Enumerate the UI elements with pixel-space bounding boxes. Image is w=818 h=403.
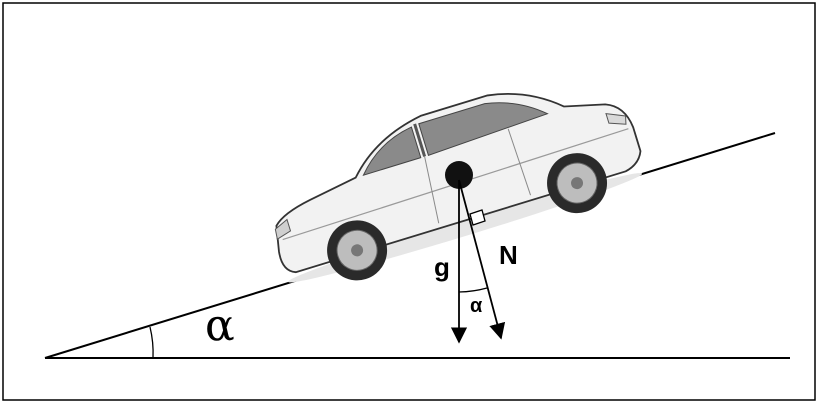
between-angle-label: α (470, 295, 483, 317)
normal-label: N (499, 240, 518, 270)
car-taillight (274, 218, 292, 240)
car-door-line (507, 128, 532, 196)
car-front-wheel (547, 153, 608, 214)
center-of-mass-dot (445, 161, 473, 189)
car-front-window (418, 102, 549, 156)
car-headlight (605, 112, 627, 125)
between-angle-arc (458, 287, 488, 293)
car-door-line (424, 156, 440, 224)
gravity-label: g (434, 252, 450, 282)
car-pillar (413, 123, 427, 157)
incline-angle-label: α (205, 300, 235, 351)
car-rear-window (362, 126, 422, 177)
right-angle-marker (469, 209, 486, 226)
incline-angle-arc (149, 326, 154, 359)
car-rear-wheel (327, 220, 388, 281)
normal-arrow (458, 179, 506, 340)
